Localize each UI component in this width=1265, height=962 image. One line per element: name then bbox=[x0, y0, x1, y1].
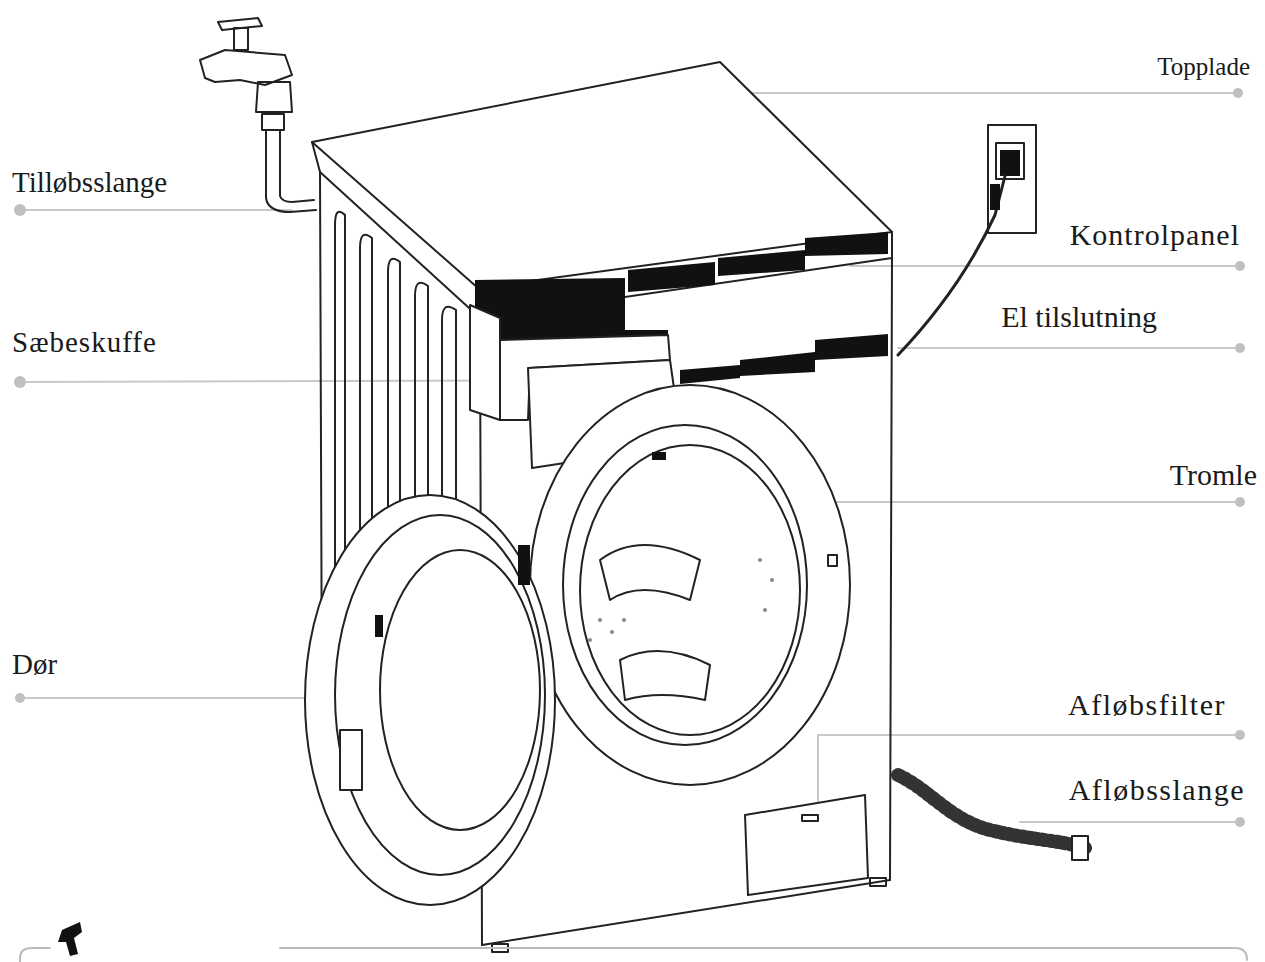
part-label: Kontrolpanel bbox=[1070, 220, 1240, 250]
drum-hole bbox=[758, 558, 762, 562]
hose-connector bbox=[262, 114, 284, 130]
drum-hole bbox=[770, 578, 774, 582]
foot bbox=[870, 878, 886, 886]
faucet-nut bbox=[256, 82, 292, 112]
drawer-side bbox=[470, 305, 500, 420]
leader-dot bbox=[1235, 343, 1245, 353]
panel-block bbox=[628, 262, 715, 292]
door-hinge bbox=[518, 545, 530, 585]
leader-line bbox=[20, 209, 292, 211]
door-ring bbox=[335, 515, 545, 875]
panel-block bbox=[805, 232, 888, 256]
panel-block bbox=[680, 365, 740, 384]
power-cable bbox=[898, 176, 1005, 355]
panel-block bbox=[718, 250, 805, 276]
drum-hole bbox=[610, 630, 614, 634]
leader-dot bbox=[1235, 497, 1245, 507]
drum-paddle bbox=[600, 545, 700, 600]
leader-dot bbox=[15, 693, 25, 703]
drain-hose bbox=[898, 775, 1085, 848]
panel-block bbox=[815, 334, 888, 360]
leader-dot bbox=[1233, 88, 1243, 98]
drum-ring-inner bbox=[563, 425, 807, 745]
door bbox=[305, 495, 555, 905]
leader-dot bbox=[14, 376, 26, 388]
filter-cover bbox=[745, 795, 868, 895]
door-handle bbox=[340, 730, 362, 790]
drum-ring-outer bbox=[530, 385, 850, 785]
hose-end bbox=[1072, 836, 1088, 860]
door-hook bbox=[375, 615, 383, 637]
faucet-stem bbox=[234, 28, 248, 50]
drum-opening bbox=[580, 445, 800, 735]
drum-hole bbox=[763, 608, 767, 612]
door-frame bbox=[305, 495, 555, 905]
part-label: Tilløbsslange bbox=[12, 168, 167, 197]
part-label: El tilslutning bbox=[1001, 302, 1157, 332]
door-glass bbox=[380, 550, 540, 830]
part-label: Afløbsslange bbox=[1069, 775, 1245, 805]
filter-notch bbox=[802, 815, 818, 821]
leader-dot bbox=[1235, 261, 1245, 271]
leader-line bbox=[850, 265, 1240, 267]
drum-hole bbox=[588, 638, 592, 642]
inlet-hose bbox=[266, 130, 316, 212]
part-label: Topplade bbox=[1157, 54, 1250, 79]
leader-dot bbox=[14, 204, 26, 216]
leader-line bbox=[1020, 821, 1240, 823]
bottom-edge bbox=[482, 880, 890, 945]
note-frame bbox=[20, 948, 50, 962]
leader-dot bbox=[1235, 730, 1245, 740]
leader-line bbox=[898, 347, 1240, 349]
door-lock bbox=[652, 452, 666, 460]
cable-sleeve bbox=[990, 184, 1000, 210]
socket-face bbox=[996, 143, 1024, 179]
leader-dot bbox=[1235, 817, 1245, 827]
water-faucet bbox=[200, 18, 292, 130]
drum-hole bbox=[598, 618, 602, 622]
faucet-body bbox=[200, 50, 292, 85]
drum bbox=[530, 385, 850, 785]
part-label: Afløbsfilter bbox=[1068, 690, 1226, 720]
drum-holes bbox=[588, 558, 774, 642]
pushpin bbox=[58, 922, 82, 956]
note-frame bbox=[280, 948, 1247, 960]
part-label: Sæbeskuffe bbox=[12, 328, 157, 357]
side-rib bbox=[442, 307, 456, 500]
pushpin-icon bbox=[58, 922, 82, 956]
panel-block bbox=[740, 352, 815, 376]
front-right-edge bbox=[890, 258, 892, 880]
power-plug bbox=[1000, 150, 1020, 176]
door-catch bbox=[828, 555, 837, 566]
part-label: Dør bbox=[12, 650, 57, 679]
top-plate bbox=[312, 62, 892, 288]
drum-paddle bbox=[620, 651, 710, 700]
leader-line bbox=[20, 697, 312, 699]
drum-hole bbox=[622, 618, 626, 622]
part-label: Tromle bbox=[1170, 460, 1257, 490]
